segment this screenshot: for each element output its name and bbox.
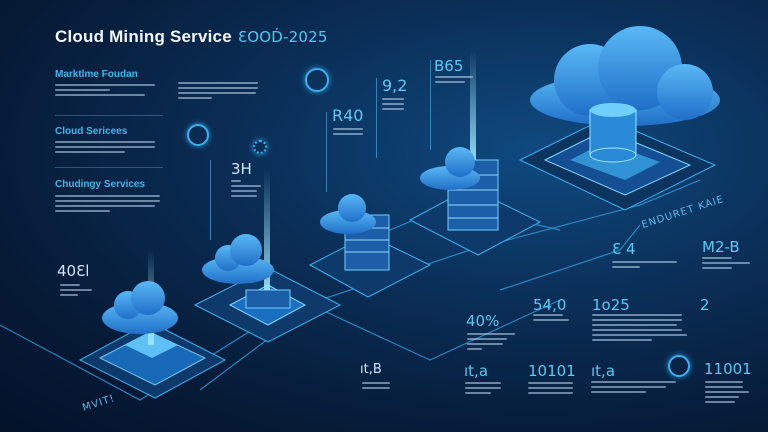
title-year: ƐOOḊ-2025 [237, 28, 328, 46]
stat-value: B65 [434, 57, 464, 75]
stat-caption [333, 128, 363, 135]
stat-value: ıt,B [360, 362, 382, 377]
gauge-icon [668, 355, 690, 377]
section-1-text-b [178, 82, 258, 99]
section-1-text [55, 84, 155, 96]
stat-caption [592, 314, 687, 341]
stat-value: 11001 [704, 360, 752, 378]
stat-caption [612, 261, 677, 268]
stat-value: R40 [332, 106, 364, 125]
cloud-main [530, 26, 720, 126]
stat-caption [705, 381, 749, 403]
guide-line [430, 60, 431, 150]
stat-caption [467, 333, 515, 350]
stat-caption [465, 382, 501, 394]
stat-value: ıt,a [591, 362, 616, 380]
cloud-4 [420, 147, 480, 190]
stat-value: 1o25 [592, 296, 630, 314]
section-3-text [55, 195, 160, 212]
section-heading-2: Cloud Sericees [55, 126, 128, 137]
gauge-icon [187, 124, 209, 146]
stat-caption [591, 381, 676, 393]
cloud-3 [320, 194, 376, 234]
stat-caption [382, 98, 404, 110]
database-cylinder-icon [589, 103, 637, 163]
server-platform-2 [193, 170, 342, 343]
stat-value: Ɛ 4 [612, 240, 636, 258]
divider [55, 167, 163, 168]
stat-caption [528, 382, 573, 394]
cloud-2 [202, 234, 274, 284]
stat-value: M2-B [702, 238, 740, 256]
guide-line [210, 160, 211, 240]
section-heading-3: Chudingy Services [55, 179, 146, 190]
stat-caption [702, 257, 750, 269]
stat-caption [231, 180, 261, 197]
gear-icon [253, 140, 267, 154]
stat-value: 40% [466, 312, 500, 330]
stat-value: 9,2 [382, 76, 408, 95]
page-title: Cloud Mining Service ƐOOḊ-2025 [55, 27, 328, 47]
stat-value: 40Ɛl [57, 262, 90, 280]
guide-line [326, 112, 327, 192]
gauge-icon [305, 68, 329, 92]
divider [55, 115, 163, 116]
section-2-text [55, 141, 155, 153]
stat-caption [60, 284, 92, 296]
stat-value: 54,0 [533, 296, 567, 314]
stat-value: 2 [700, 296, 710, 314]
stat-caption [435, 76, 473, 83]
guide-line [376, 78, 377, 158]
stat-caption [533, 314, 569, 321]
cloud-1 [102, 281, 178, 334]
stat-value: ıt,a [464, 362, 489, 380]
stat-caption [362, 382, 390, 389]
stat-value: 10101 [528, 362, 576, 380]
section-heading-1: Marktlme Foudan [55, 69, 138, 80]
title-text: Cloud Mining Service [55, 27, 232, 46]
stat-value: 3H [231, 160, 252, 178]
